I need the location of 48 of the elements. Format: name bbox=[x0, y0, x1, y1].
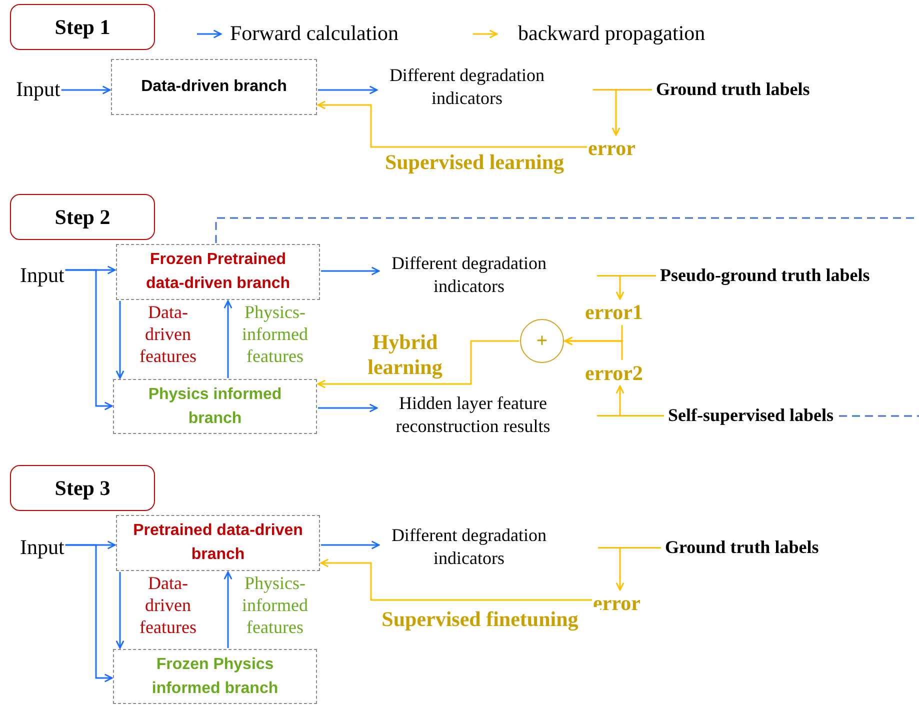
arrow bbox=[224, 571, 232, 648]
arrow bbox=[596, 275, 657, 300]
arrow bbox=[321, 266, 380, 276]
arrow bbox=[564, 336, 623, 360]
step-box bbox=[10, 465, 155, 511]
arrow bbox=[61, 86, 111, 94]
error-label: error1 bbox=[585, 300, 643, 324]
input-label: Input bbox=[20, 263, 64, 288]
arrow bbox=[318, 86, 378, 94]
dashed-connector bbox=[215, 217, 919, 417]
step-label: Step 3 bbox=[54, 476, 110, 500]
branch-box: Frozen Pretrained data-driven branch bbox=[116, 244, 320, 300]
labels-source: Ground truth labels bbox=[665, 537, 819, 559]
branch-box: Physics informed branch bbox=[113, 379, 317, 434]
arrow bbox=[224, 300, 232, 378]
arrow bbox=[116, 301, 124, 379]
arrow bbox=[116, 572, 124, 649]
arrow bbox=[65, 544, 113, 682]
output-label: Different degradation indicators bbox=[390, 252, 548, 298]
branch-box: Pretrained data-driven branch bbox=[116, 515, 320, 571]
step-box bbox=[10, 4, 155, 50]
legend-label: backward propagation bbox=[518, 21, 706, 46]
arrow bbox=[65, 269, 113, 410]
step-label: Step 2 bbox=[54, 204, 110, 230]
labels-source: Pseudo-ground truth labels bbox=[660, 265, 870, 287]
legend-label: Forward calculation bbox=[230, 21, 399, 46]
input-label: Input bbox=[16, 77, 60, 102]
branch-box: Data-driven branch bbox=[111, 59, 317, 115]
branch-box: Frozen Physics informed branch bbox=[113, 649, 317, 704]
step-label: Step 1 bbox=[54, 14, 110, 40]
arrow bbox=[597, 547, 662, 591]
arrow bbox=[321, 540, 380, 550]
arrow bbox=[317, 100, 587, 148]
arrow bbox=[592, 89, 653, 136]
output-label: Hidden layer feature reconstruction results bbox=[394, 392, 552, 438]
labels-source: Ground truth labels bbox=[656, 79, 810, 101]
arrow bbox=[318, 404, 378, 412]
step-box bbox=[10, 194, 155, 240]
output-label: Different degradation indicators bbox=[390, 524, 548, 570]
arrow bbox=[320, 558, 592, 601]
input-label: Input bbox=[20, 535, 64, 560]
labels-source: Self-supervised labels bbox=[668, 405, 834, 427]
arrow bbox=[596, 385, 665, 417]
summation-circle: + bbox=[520, 319, 564, 363]
output-label: Different degradation indicators bbox=[388, 64, 546, 110]
error-label: error bbox=[588, 136, 636, 160]
arrow bbox=[317, 340, 519, 388]
error-label: error2 bbox=[585, 361, 643, 386]
